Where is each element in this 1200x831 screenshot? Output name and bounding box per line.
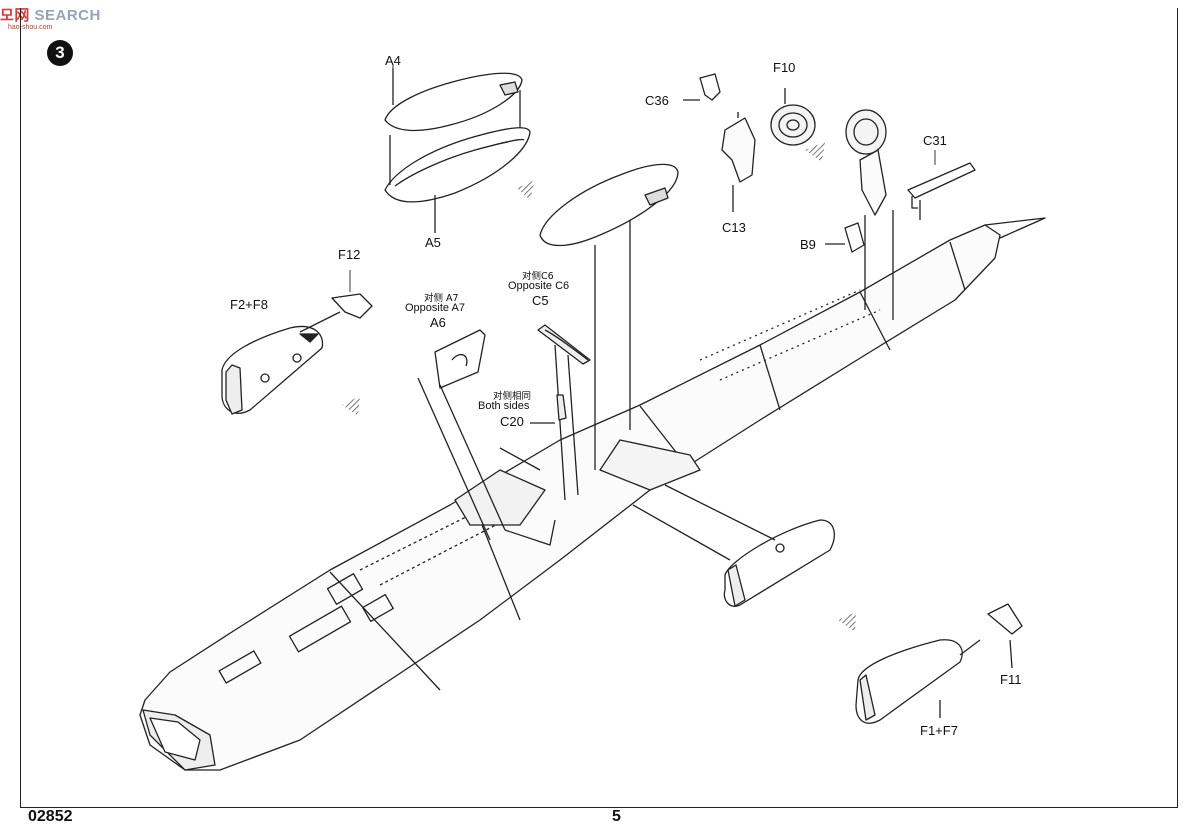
label-c31: C31	[923, 133, 947, 148]
label-a6: A6	[430, 315, 446, 330]
part-a5	[384, 68, 531, 233]
part-f2-f8	[221, 311, 341, 415]
part-f1-f7	[855, 639, 981, 724]
part-f11	[987, 603, 1023, 669]
side-intake-cover	[632, 484, 835, 607]
part-c36	[683, 73, 721, 101]
label-opposite-c6: Opposite C6	[508, 280, 570, 292]
watermark-text: SEARCH	[34, 7, 101, 24]
label-c13: C13	[722, 220, 746, 235]
step-number-badge: 3	[47, 40, 73, 66]
label-f10: F10	[773, 60, 796, 75]
part-c31	[907, 162, 976, 220]
label-f1-f7: F1+F7	[920, 723, 958, 738]
label-opposite-c6-cn: 对侧C6	[522, 271, 554, 282]
label-a4: A4	[385, 53, 401, 68]
part-f10-wheel	[770, 88, 816, 146]
part-c20	[530, 394, 567, 424]
label-b9: B9	[800, 237, 816, 252]
label-c36: C36	[645, 93, 669, 108]
label-f11: F11	[1000, 672, 1022, 687]
watermark-logo: 모网 SEARCH	[0, 4, 101, 25]
page-number: 5	[612, 808, 621, 825]
fuselage	[139, 217, 1046, 771]
watermark-url: hao-shou.com	[8, 24, 53, 31]
label-c5: C5	[532, 293, 549, 308]
watermark-cn-2: 网	[14, 6, 30, 24]
direction-arrows	[342, 142, 856, 632]
label-both-sides-cn: 对侧相同	[493, 391, 532, 402]
part-a4	[384, 72, 523, 132]
label-both-sides: Both sides	[478, 400, 530, 412]
part-b9	[825, 222, 865, 253]
right-gear-assembly	[845, 109, 894, 320]
kit-number: 02852	[28, 808, 73, 825]
label-f2-f8: F2+F8	[230, 297, 268, 312]
part-f12	[331, 293, 373, 319]
label-a5: A5	[425, 235, 441, 250]
label-opposite-a7-cn: 对侧 A7	[424, 293, 459, 304]
page-border	[20, 8, 1178, 808]
label-opposite-a7: Opposite A7	[405, 302, 465, 314]
part-a6	[417, 329, 506, 541]
canopy-part	[539, 163, 679, 470]
part-c5	[537, 324, 591, 501]
label-c20: C20	[500, 414, 524, 429]
label-f12: F12	[338, 247, 361, 262]
watermark-cn-1: 모	[0, 6, 15, 24]
part-c13	[721, 112, 756, 212]
